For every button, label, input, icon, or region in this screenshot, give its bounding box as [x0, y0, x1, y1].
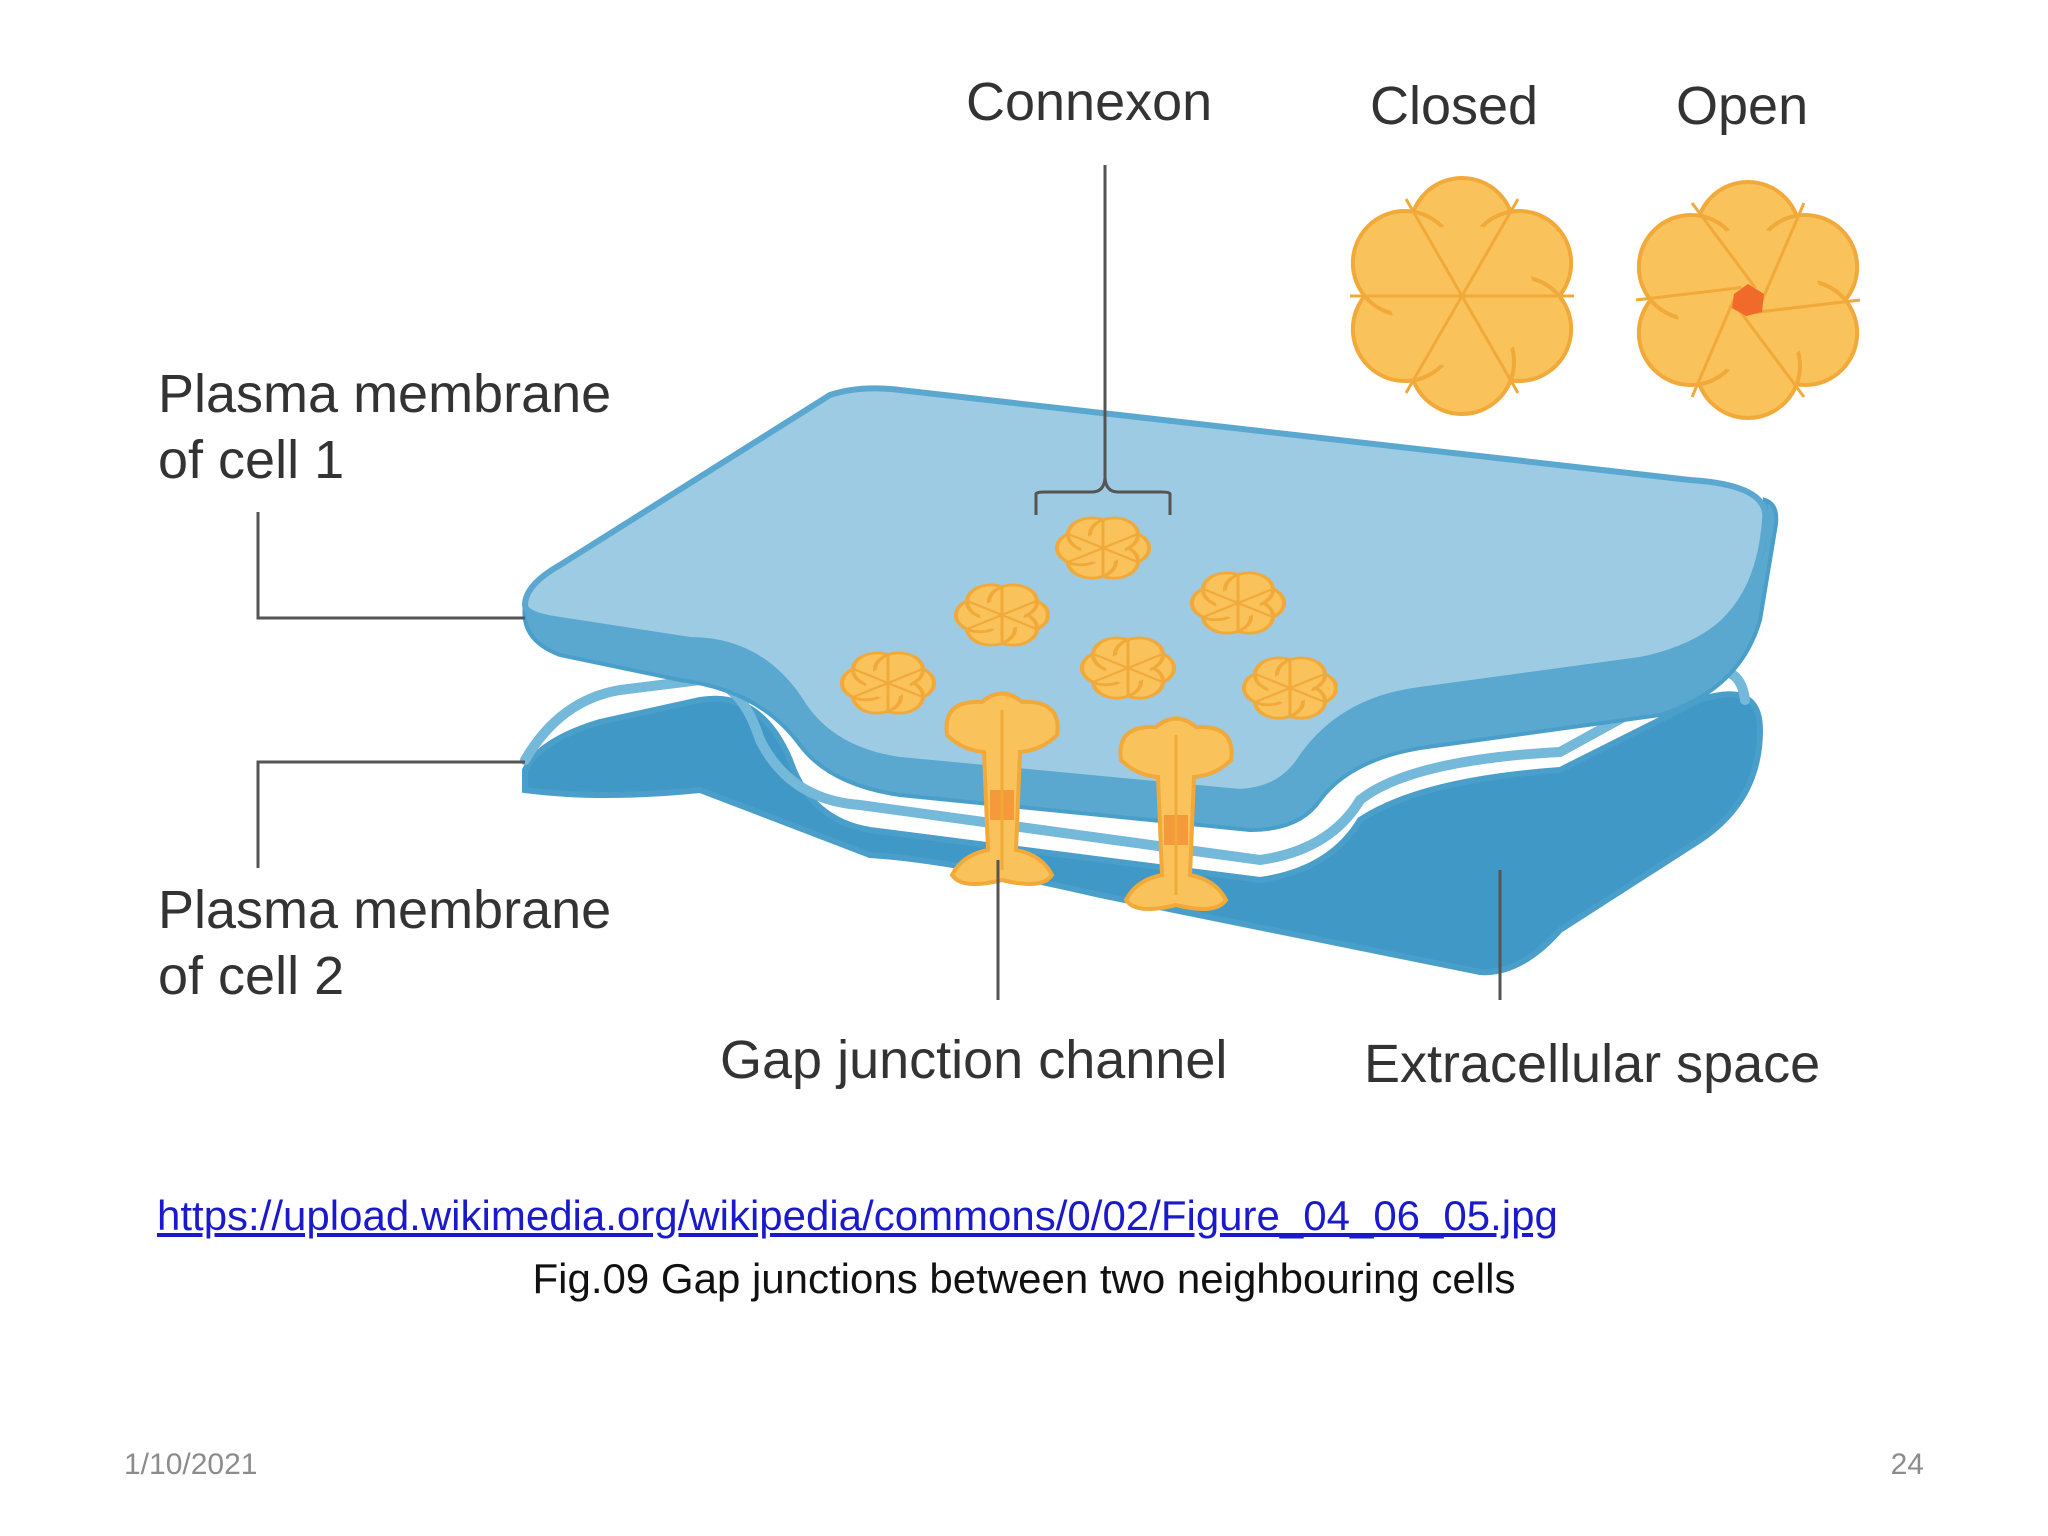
- gap-junction-channels: [944, 691, 1234, 911]
- label-open: Open: [1676, 76, 1808, 136]
- label-plasma-membrane-cell-2-line-1: Plasma membrane: [158, 880, 611, 940]
- connexon-seam: [1092, 667, 1129, 683]
- connexon: [1080, 636, 1176, 700]
- flower-seam: [1635, 286, 1742, 302]
- connexon-seam: [1127, 667, 1164, 683]
- flower-seam: [1760, 202, 1806, 302]
- membrane-cell-1: [521, 385, 1779, 833]
- flower-seam: [1404, 198, 1464, 297]
- connexon-seam: [1237, 588, 1274, 604]
- connexon-bracket: [1034, 477, 1172, 515]
- connexon-seam: [852, 668, 889, 684]
- connexon-seam: [966, 600, 1003, 616]
- connexon-seam: [1067, 533, 1104, 549]
- membrane-cell-1-top-surface: [521, 385, 1769, 796]
- connexon-group: [840, 516, 1338, 720]
- connexon-seam: [1202, 588, 1239, 604]
- connexon-seam: [1202, 602, 1239, 618]
- label-plasma-membrane-cell-2-line-2: of cell 2: [158, 946, 344, 1006]
- membrane-cell-2: [520, 666, 1764, 976]
- connexon-seam: [1289, 673, 1326, 689]
- connexon-seam: [887, 682, 924, 698]
- label-closed: Closed: [1370, 76, 1538, 136]
- footer-page-number: 24: [1890, 1448, 1924, 1481]
- gap-junction-diagram: Connexon Closed Open Plasma membrane of …: [158, 72, 1861, 1094]
- leader-line-cell-1: [256, 512, 525, 620]
- connexon-seam: [1237, 602, 1274, 618]
- connexon-seam: [1289, 687, 1326, 703]
- connexon-seam: [1001, 614, 1038, 630]
- source-link[interactable]: https://upload.wikimedia.org/wikipedia/c…: [157, 1192, 1558, 1239]
- connexon-seam: [887, 668, 924, 684]
- connexon-seam: [1067, 547, 1104, 563]
- connexon: [1055, 516, 1151, 580]
- label-plasma-membrane-cell-1-line-2: of cell 1: [158, 430, 344, 490]
- connexon-seam: [1127, 653, 1164, 669]
- flower-seam: [1404, 295, 1464, 394]
- connexon: [954, 583, 1050, 647]
- membrane-cell-2-lower-layer: [522, 691, 1764, 976]
- connexon-seam: [1102, 533, 1139, 549]
- connexon-seam: [852, 682, 889, 698]
- leader-lines: [256, 165, 1502, 1000]
- flower-seam: [1690, 202, 1757, 290]
- connexon-seam: [1092, 653, 1129, 669]
- membrane-cell-2-upper-layer: [520, 666, 1750, 866]
- leader-line-cell-2: [256, 760, 525, 868]
- footer-date: 1/10/2021: [124, 1448, 258, 1481]
- label-extracellular-space: Extracellular space: [1364, 1034, 1820, 1094]
- flower-seam: [1460, 198, 1520, 297]
- connexon: [840, 651, 936, 715]
- connexon: [1242, 656, 1338, 720]
- gap-junction-channel: [1118, 716, 1234, 911]
- connexon-seam: [1102, 547, 1139, 563]
- gap-junction-channel: [944, 691, 1060, 886]
- label-connexon: Connexon: [966, 72, 1212, 132]
- flower-seam: [1739, 310, 1806, 398]
- connexon-closed-view: [1350, 176, 1574, 416]
- connexon: [1190, 571, 1286, 635]
- label-gap-junction-channel: Gap junction channel: [720, 1030, 1227, 1090]
- open-pore: [1732, 284, 1764, 316]
- connexon-seam: [1254, 687, 1291, 703]
- connexon-open-view: [1635, 180, 1861, 420]
- flower-seam: [1754, 298, 1861, 314]
- label-plasma-membrane-cell-1-line-1: Plasma membrane: [158, 364, 611, 424]
- figure-caption: Fig.09 Gap junctions between two neighbo…: [532, 1255, 1516, 1302]
- flower-seam: [1690, 298, 1736, 398]
- connexon-seam: [1254, 673, 1291, 689]
- connexon-seam: [966, 614, 1003, 630]
- flower-seam: [1460, 295, 1520, 394]
- connexon-seam: [1001, 600, 1038, 616]
